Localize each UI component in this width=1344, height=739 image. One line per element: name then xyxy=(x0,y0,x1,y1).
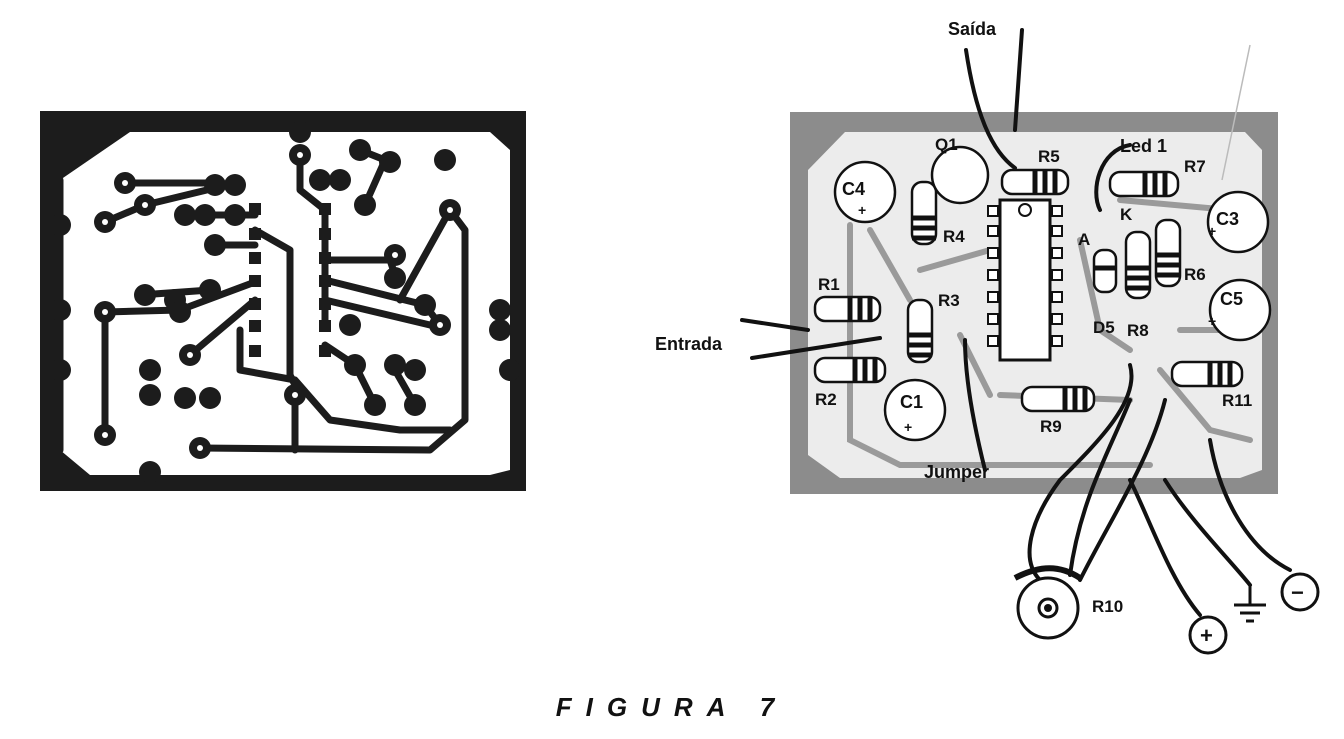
label-minus: − xyxy=(1291,580,1304,605)
label-led1: Led 1 xyxy=(1120,136,1167,156)
ground-icon xyxy=(1234,585,1266,623)
label-saida: Saída xyxy=(948,19,997,39)
label-r8: R8 xyxy=(1127,321,1149,340)
capacitor-c1 xyxy=(883,378,947,442)
terminal-plus xyxy=(1188,615,1228,655)
svg-text:+: + xyxy=(1208,223,1216,239)
capacitor-c4 xyxy=(833,160,897,224)
label-k: K xyxy=(1120,205,1133,224)
label-plus: + xyxy=(1200,623,1213,648)
label-c5: C5 xyxy=(1220,289,1243,309)
label-r4: R4 xyxy=(943,227,965,246)
svg-text:+: + xyxy=(1208,313,1216,329)
label-c4: C4 xyxy=(842,179,865,199)
svg-text:+: + xyxy=(904,419,912,435)
ic-chip xyxy=(998,198,1052,362)
svg-text:+: + xyxy=(858,202,866,218)
transistor-q1 xyxy=(930,145,990,205)
label-a: A xyxy=(1078,230,1090,249)
figure-caption: FIGURA 7 xyxy=(555,692,789,722)
label-r11: R11 xyxy=(1222,391,1252,410)
label-r7: R7 xyxy=(1184,157,1206,176)
label-entrada: Entrada xyxy=(655,334,723,354)
label-c3: C3 xyxy=(1216,209,1239,229)
label-r2: R2 xyxy=(815,390,837,409)
terminal-minus xyxy=(1280,572,1320,612)
label-q1: Q1 xyxy=(935,135,958,154)
label-r9: R9 xyxy=(1040,417,1062,436)
pcb-component-layout: + + + + xyxy=(740,28,1320,655)
label-jumper: Jumper xyxy=(924,462,989,482)
label-d5: D5 xyxy=(1093,318,1115,337)
label-c1: C1 xyxy=(900,392,923,412)
capacitor-c3 xyxy=(1206,190,1270,254)
label-r6: R6 xyxy=(1184,265,1206,284)
component-labels: Saída Entrada Jumper Led 1 K A Q1 C4 C3 … xyxy=(655,19,1304,648)
label-r5: R5 xyxy=(1038,147,1060,166)
capacitor-c5 xyxy=(1208,278,1272,342)
pcb-copper-layout xyxy=(40,111,526,491)
label-r1: R1 xyxy=(818,275,840,294)
label-r10: R10 xyxy=(1092,597,1123,616)
label-r3: R3 xyxy=(938,291,960,310)
